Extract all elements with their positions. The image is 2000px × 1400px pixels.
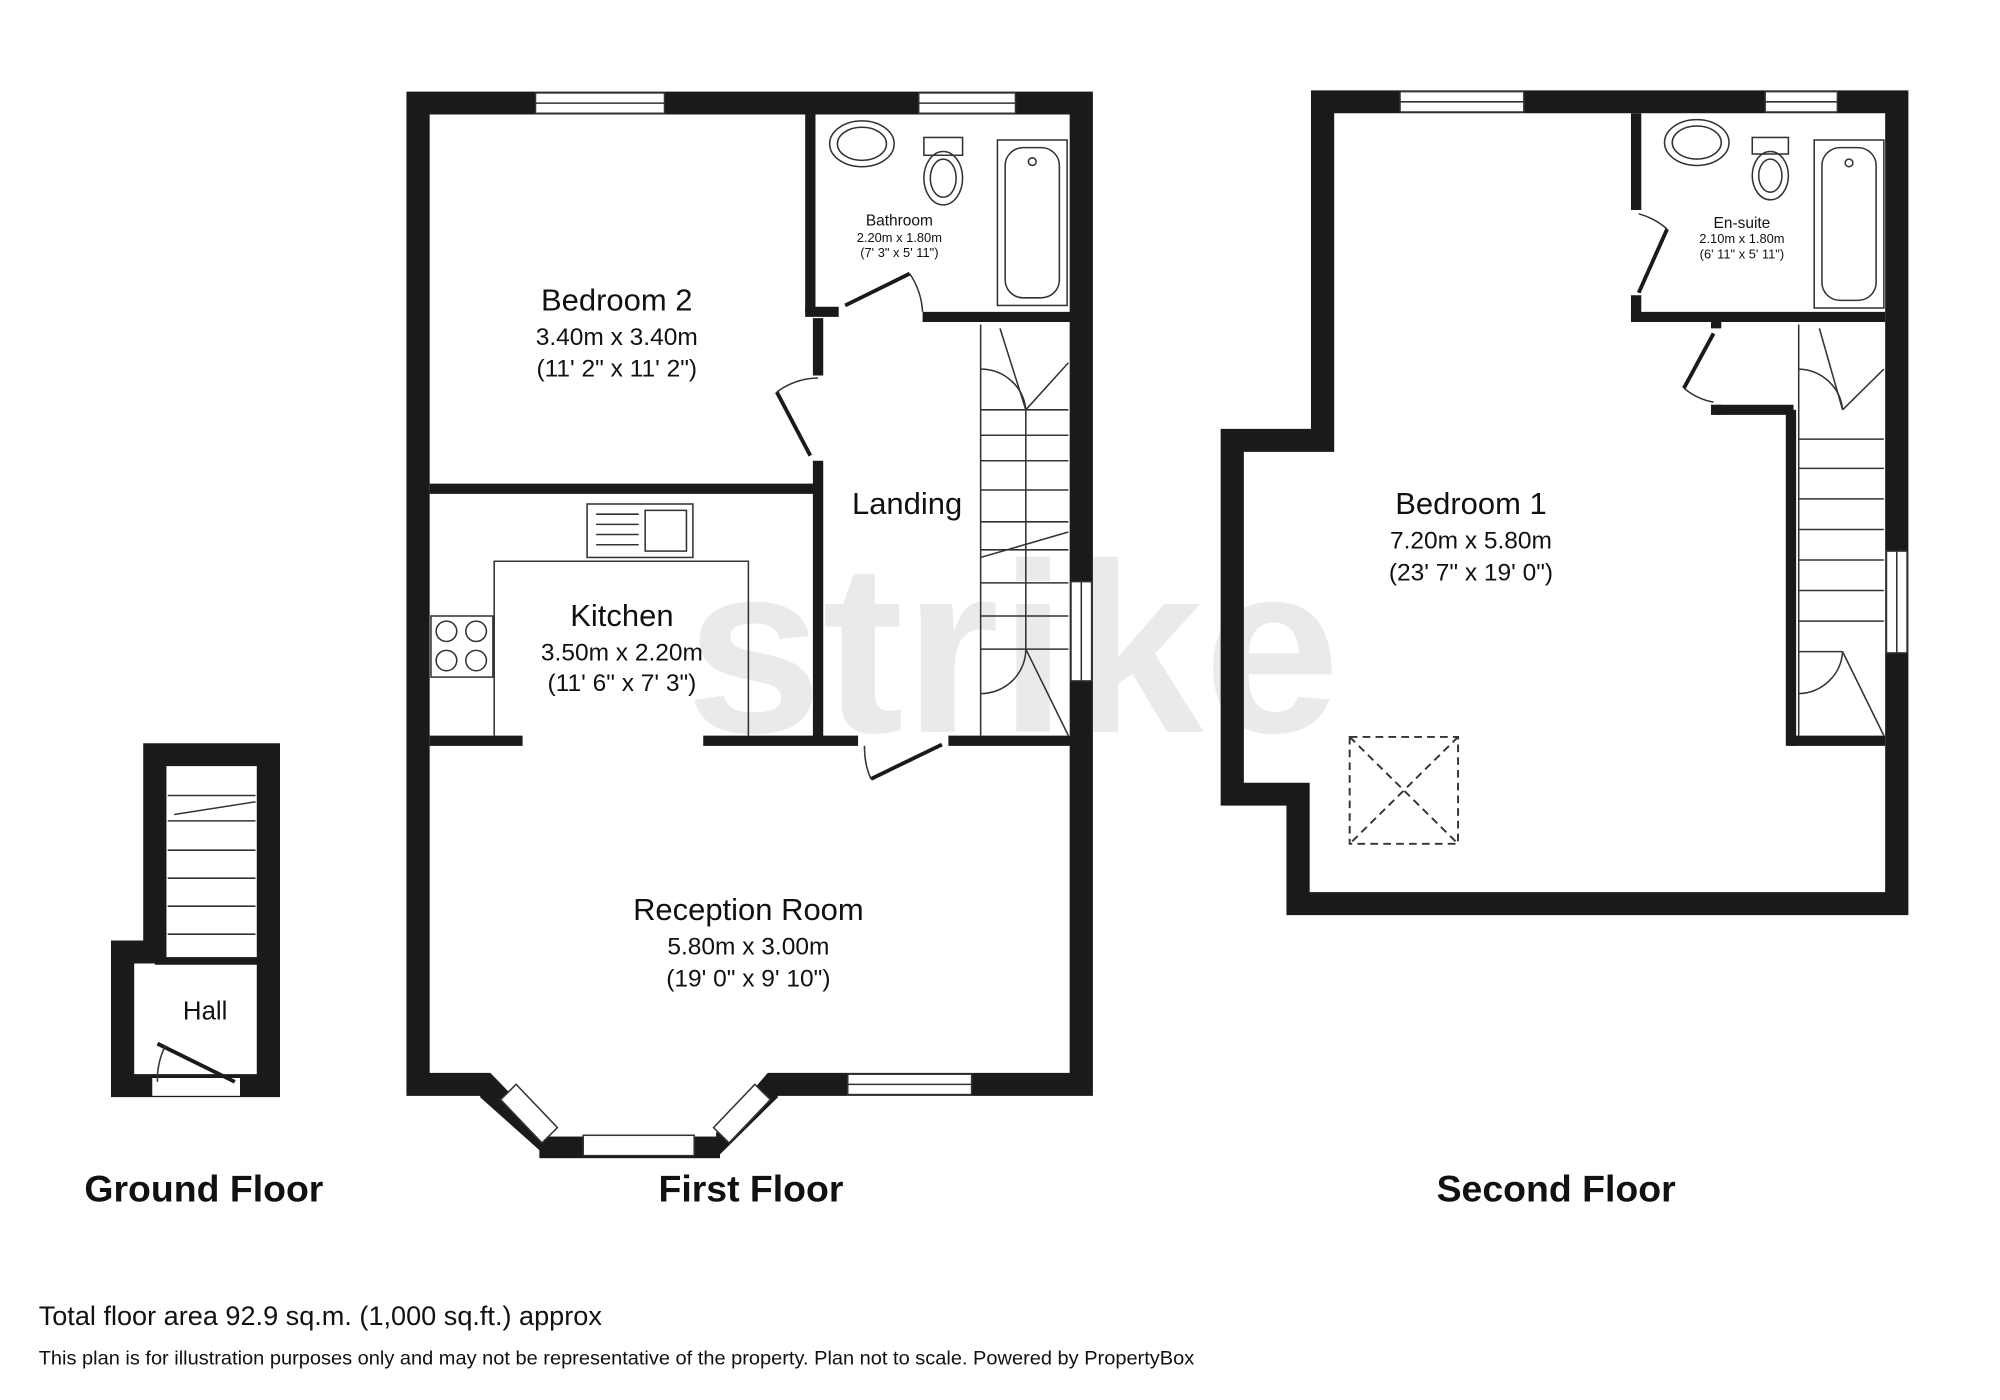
room-dims-kitchen: 3.50m x 2.20m xyxy=(541,640,703,667)
ground-stairs xyxy=(167,794,256,935)
room-label-bathroom: Bathroom xyxy=(866,212,933,229)
room-label-kitchen: Kitchen xyxy=(570,598,673,633)
room-dims-imperial-bedroom-2: (11' 2" x 11' 2") xyxy=(536,356,697,383)
kitchen-fixtures xyxy=(430,503,750,736)
second-floor-stairs xyxy=(1797,324,1885,736)
floor-label-first: First Floor xyxy=(658,1168,843,1210)
room-label-landing: Landing xyxy=(852,486,962,521)
ground-floor-plan: Hall xyxy=(110,743,280,1098)
ensuite-fixtures xyxy=(1663,118,1885,309)
room-label-en-suite: En-suite xyxy=(1714,215,1771,232)
room-dims-imperial-en-suite: (6' 11" x 5' 11") xyxy=(1700,246,1784,261)
room-dims-bedroom-1: 7.20m x 5.80m xyxy=(1390,528,1552,555)
room-label-hall: Hall xyxy=(183,998,227,1026)
room-dims-reception-room: 5.80m x 3.00m xyxy=(667,934,829,961)
room-dims-bedroom-2: 3.40m x 3.40m xyxy=(536,324,698,351)
room-dims-imperial-bathroom: (7' 3" x 5' 11") xyxy=(860,245,938,260)
first-floor-plan: Bedroom 2 3.40m x 3.40m (11' 2" x 11' 2"… xyxy=(406,91,1093,1159)
room-label-bedroom-1: Bedroom 1 xyxy=(1395,486,1546,521)
room-dims-imperial-bedroom-1: (23' 7" x 19' 0") xyxy=(1389,560,1553,587)
room-dims-bathroom: 2.20m x 1.80m xyxy=(857,230,942,245)
room-dims-imperial-kitchen: (11' 6" x 7' 3") xyxy=(548,670,697,697)
room-dims-imperial-reception-room: (19' 0" x 9' 10") xyxy=(666,966,830,993)
room-dims-en-suite: 2.10m x 1.80m xyxy=(1699,231,1784,246)
bathroom-fixtures xyxy=(828,120,1068,307)
disclaimer: This plan is for illustration purposes o… xyxy=(39,1347,1195,1369)
second-floor-plan: Bedroom 1 7.20m x 5.80m (23' 7" x 19' 0"… xyxy=(1220,90,1909,916)
floor-label-second: Second Floor xyxy=(1437,1168,1676,1210)
total-floor-area: Total floor area 92.9 sq.m. (1,000 sq.ft… xyxy=(39,1301,603,1331)
first-floor-stairs xyxy=(980,328,1070,736)
room-label-bedroom-2: Bedroom 2 xyxy=(541,283,692,318)
floor-label-ground: Ground Floor xyxy=(84,1168,323,1210)
skylight xyxy=(1348,735,1460,845)
room-label-reception-room: Reception Room xyxy=(633,892,864,927)
